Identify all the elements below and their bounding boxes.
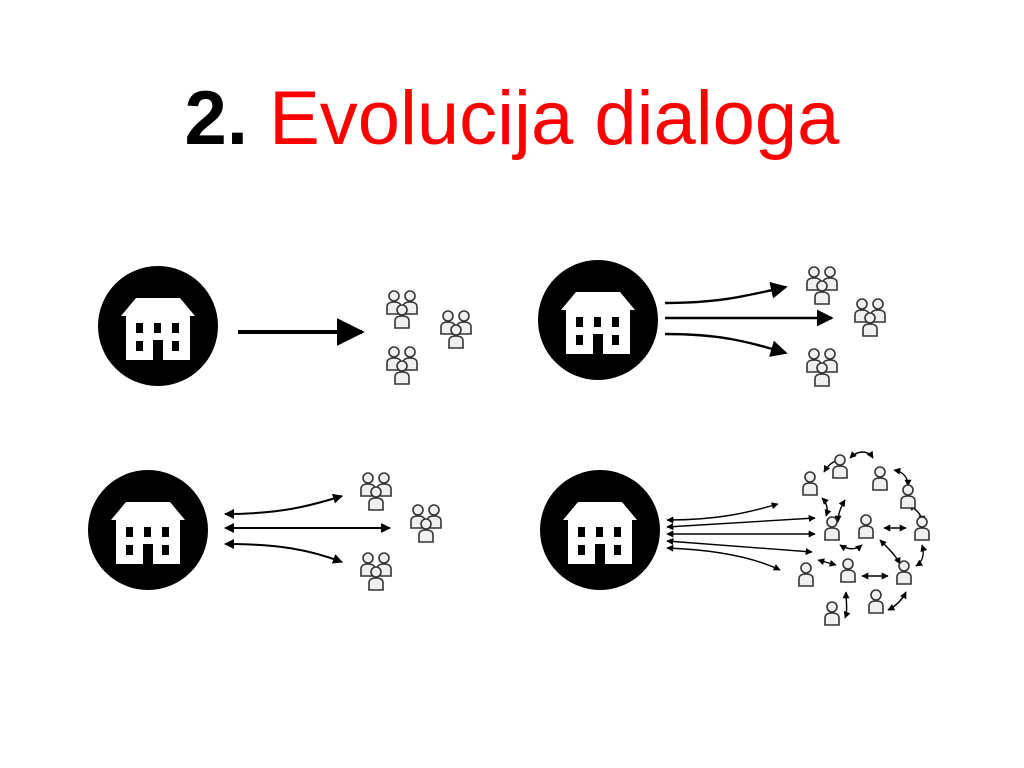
arrow-two-way <box>224 539 343 564</box>
panel-two-way <box>88 470 441 590</box>
person-icon <box>868 589 884 614</box>
people-group-icon <box>387 291 417 328</box>
person-icon <box>798 562 814 587</box>
people-group-icon <box>361 553 391 590</box>
building-icon <box>538 260 658 380</box>
people-group-icon <box>441 311 471 348</box>
person-icon <box>840 558 856 583</box>
building-icon <box>88 470 208 590</box>
panel-network <box>540 450 930 626</box>
panel-multi-way <box>538 260 885 386</box>
person-icon <box>858 514 874 539</box>
people-group-icon <box>807 267 837 304</box>
people-group-icon <box>855 299 885 336</box>
building-icon <box>540 470 660 590</box>
person-icon <box>914 516 930 541</box>
arrow-channel <box>664 282 788 305</box>
person-icon <box>824 601 840 626</box>
building-icon <box>98 266 218 386</box>
person-icon <box>802 471 818 496</box>
person-icon <box>900 484 916 509</box>
person-icon <box>832 454 848 479</box>
people-group-icon <box>361 473 391 510</box>
people-group-icon <box>387 347 417 384</box>
people-group-icon <box>411 505 441 542</box>
network-arrows <box>666 450 928 619</box>
person-icon <box>824 516 840 541</box>
arrow-two-way <box>224 493 343 519</box>
slide-title: 2. Evolucija dialoga <box>0 74 1024 164</box>
person-icon <box>872 466 888 491</box>
arrow-channel <box>664 332 788 357</box>
panel-one-way <box>98 266 471 386</box>
person-icon <box>896 560 912 585</box>
title-number: 2. <box>184 76 248 161</box>
title-text: Evolucija dialoga <box>269 76 840 161</box>
people-group-icon <box>807 349 837 386</box>
